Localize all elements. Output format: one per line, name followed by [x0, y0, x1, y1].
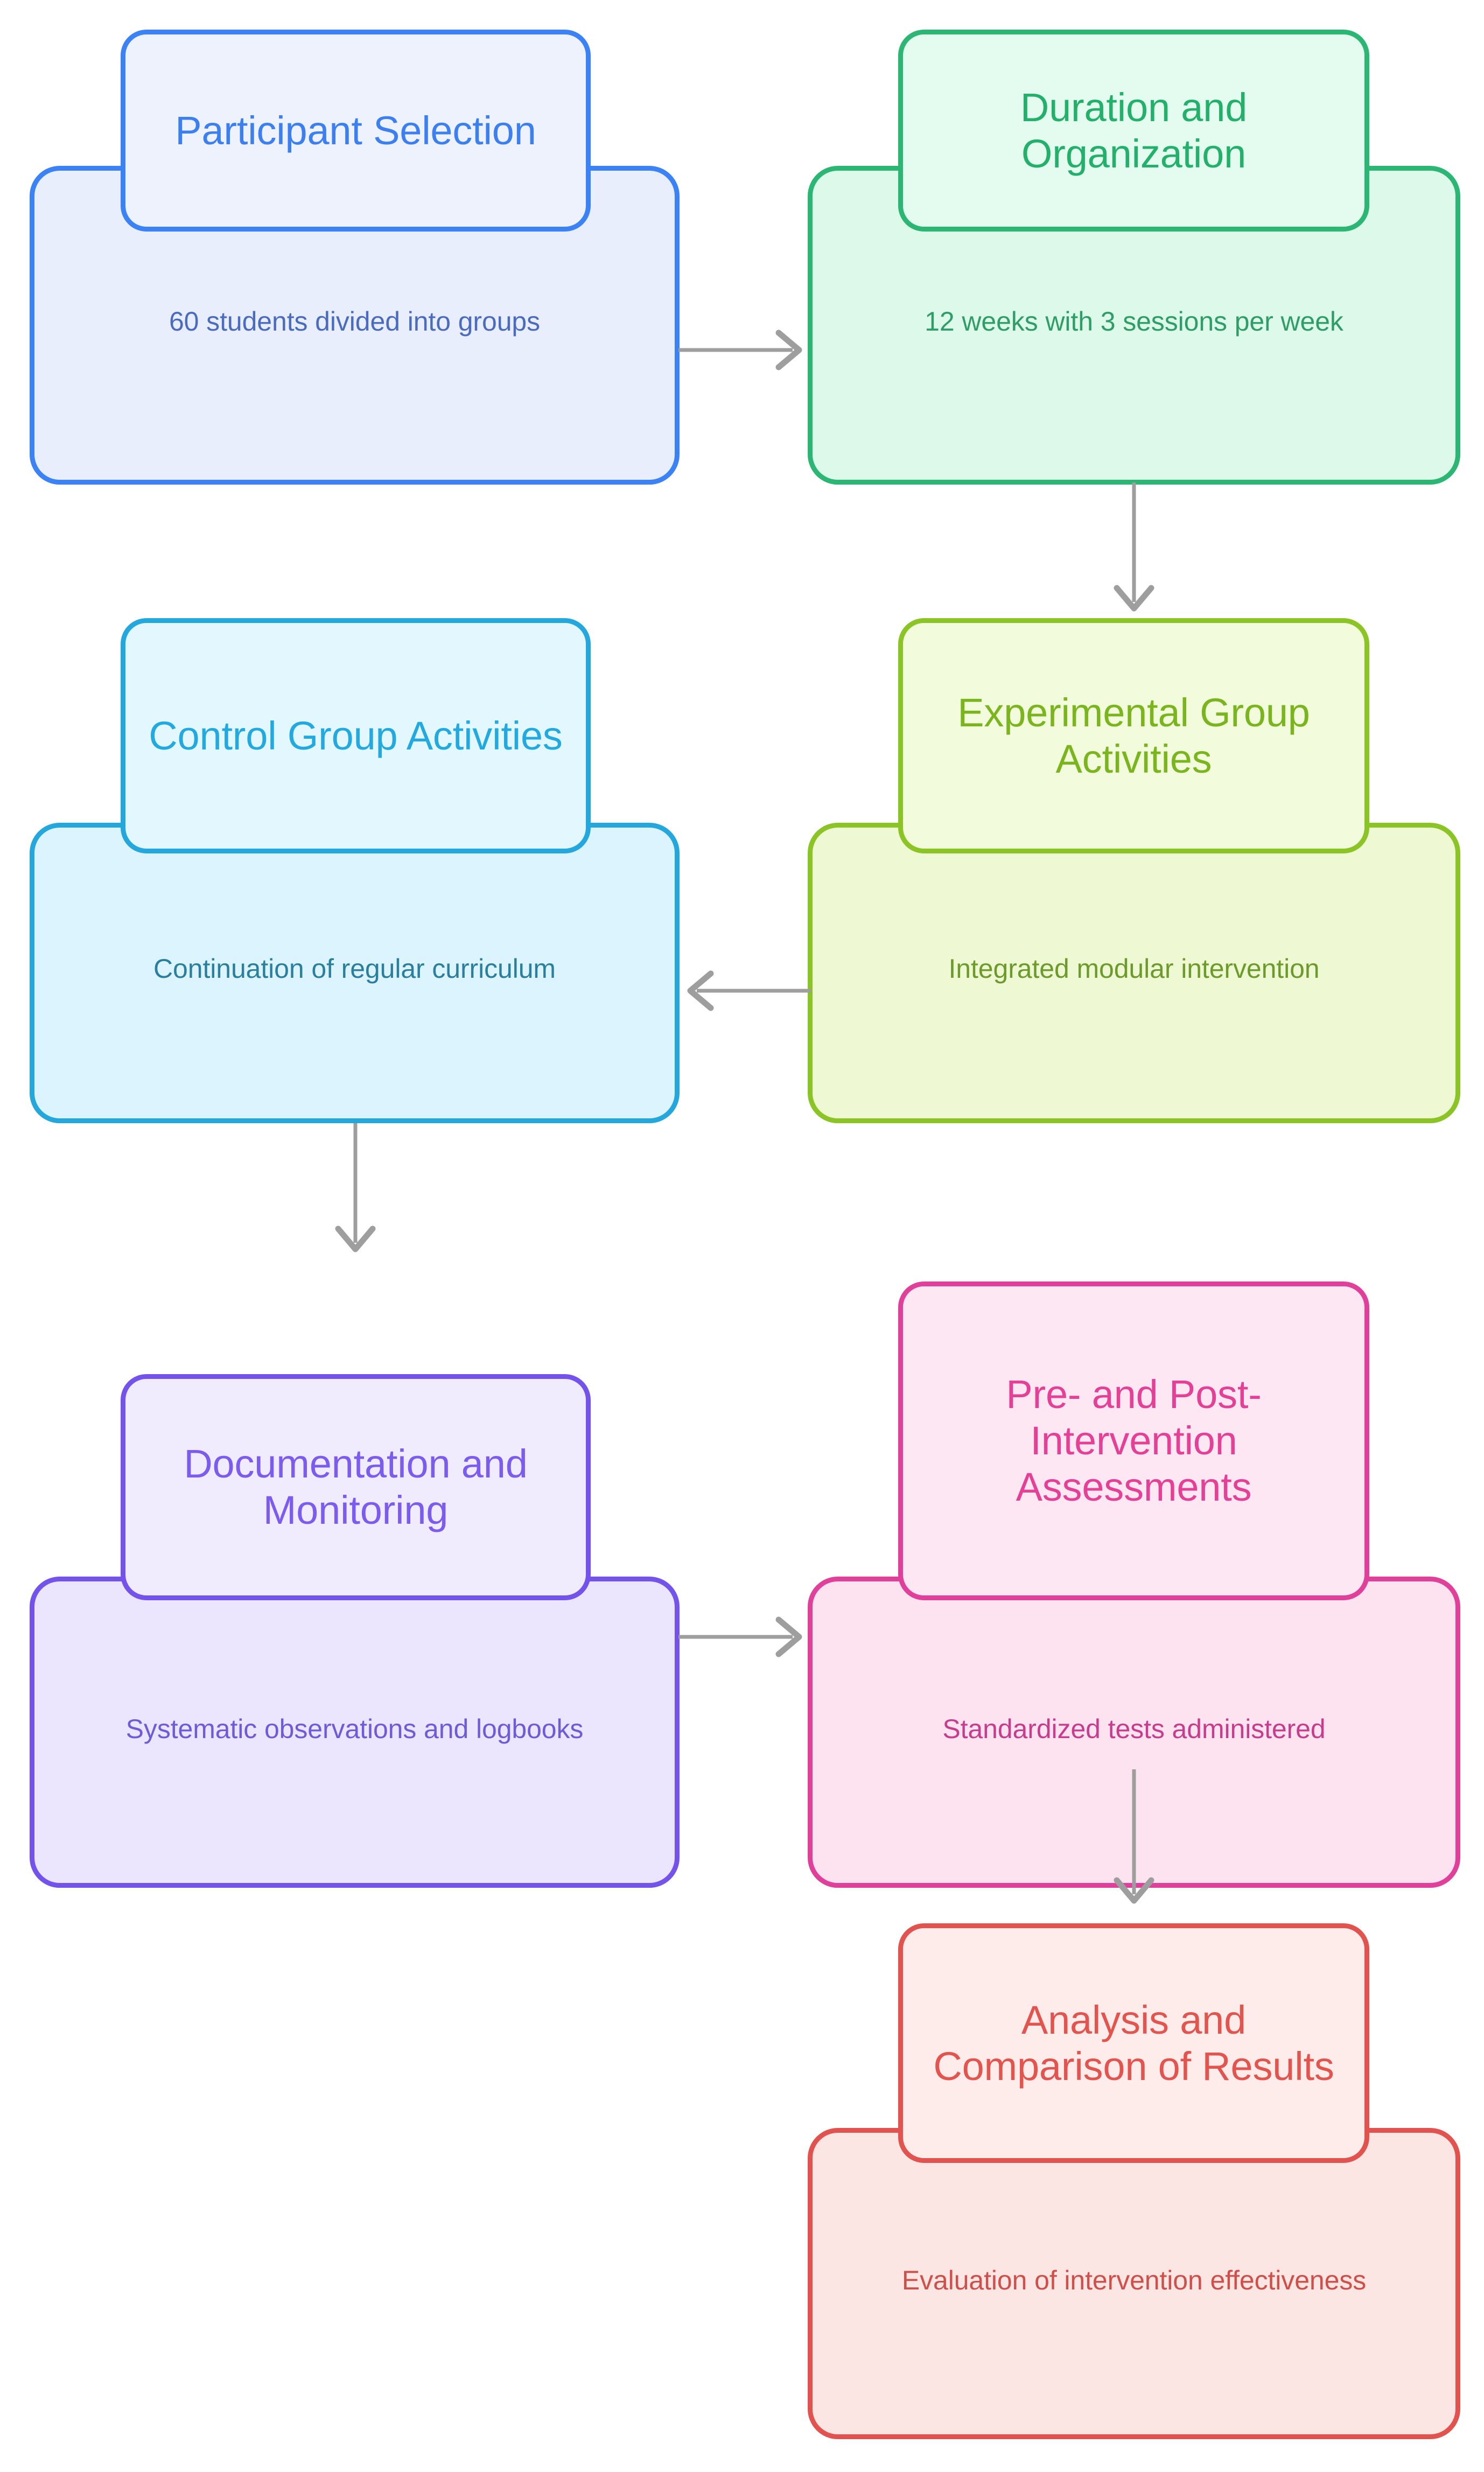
node-title: Pre- and Post-Intervention Assessments [1006, 1372, 1262, 1509]
node-header-documentation-and-monitoring[interactable]: Documentation and Monitoring [121, 1374, 591, 1600]
node-description: Continuation of regular curriculum [153, 954, 556, 984]
edge-duration-to-experimental-group [1107, 482, 1161, 620]
node-header-experimental-group-activities[interactable]: Experimental Group Activities [898, 618, 1369, 853]
node-title: Control Group Activities [149, 713, 563, 758]
node-description: Evaluation of intervention effectiveness [901, 2265, 1367, 2295]
node-header-pre-and-post-intervention-assessments[interactable]: Pre- and Post-Intervention Assessments [898, 1281, 1369, 1600]
node-title: Duration and Organization [1020, 85, 1248, 176]
node-description: Integrated modular intervention [948, 954, 1320, 984]
node-description: Systematic observations and logbooks [125, 1714, 584, 1744]
node-title: Documentation and Monitoring [184, 1441, 528, 1532]
node-header-control-group-activities[interactable]: Control Group Activities [121, 618, 591, 853]
node-description: 12 weeks with 3 sessions per week [925, 306, 1343, 337]
edge-assessments-to-analysis [1107, 1769, 1161, 1913]
node-header-participant-selection[interactable]: Participant Selection [121, 30, 591, 232]
edge-documentation-to-assessments [677, 1610, 812, 1664]
edge-experimental-group-to-control-group [677, 964, 812, 1018]
node-body-documentation-and-monitoring: Systematic observations and logbooks [30, 1577, 680, 1888]
node-body-analysis-and-comparison-of-results: Evaluation of intervention effectiveness [808, 2128, 1460, 2439]
node-body-experimental-group-activities: Integrated modular intervention [808, 823, 1460, 1123]
edge-control-group-to-documentation [328, 1123, 382, 1261]
node-description: Standardized tests administered [942, 1714, 1326, 1744]
node-header-analysis-and-comparison-of-results[interactable]: Analysis and Comparison of Results [898, 1923, 1369, 2163]
node-header-duration-and-organization[interactable]: Duration and Organization [898, 30, 1369, 232]
node-title: Experimental Group Activities [957, 690, 1310, 781]
edge-participant-selection-to-duration [677, 323, 812, 377]
node-title: Analysis and Comparison of Results [933, 1997, 1334, 2089]
node-description: 60 students divided into groups [169, 306, 541, 337]
node-title: Participant Selection [175, 108, 536, 153]
node-body-control-group-activities: Continuation of regular curriculum [30, 823, 680, 1123]
